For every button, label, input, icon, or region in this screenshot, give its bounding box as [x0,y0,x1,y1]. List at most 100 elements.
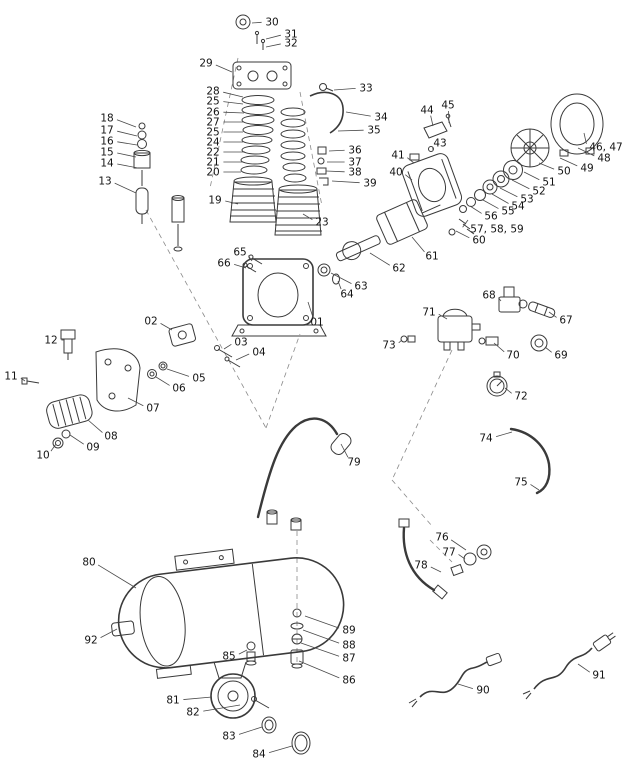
fan-icon [510,128,550,168]
part-label-10: 10 [36,450,49,462]
leader-line [251,21,262,24]
check-valve-parts [290,608,304,669]
leader-line [559,157,578,167]
leader-line [497,297,502,302]
leader-line [407,157,415,164]
part-label-83: 83 [222,731,235,743]
part-label-53: 53 [520,194,533,206]
breather-tube [171,195,185,252]
part-label-86: 86 [342,675,356,687]
leader-line [548,311,557,318]
leader-line [511,179,530,190]
leader-line [265,34,281,40]
small-fittings [316,146,329,186]
leader-line [405,174,413,181]
leader-line [337,129,364,132]
part-label-16: 16 [100,136,114,148]
leader-line [183,696,213,700]
part-label-85: 85 [222,651,235,663]
leader-line [523,171,540,181]
part-label-76: 76 [435,532,449,544]
head-cap [235,14,266,50]
leader-line [333,87,356,91]
mount-plate [95,348,141,412]
part-label-17: 17 [100,125,113,137]
leader-line [340,443,349,458]
part-label-12: 12 [44,335,57,347]
part-label-32: 32 [284,38,297,50]
motor-terminal [409,153,420,161]
power-cord-left [408,652,502,708]
leader-line [345,111,371,117]
leader-line [504,387,512,394]
leader-line [155,376,170,386]
check-valve-fitting [528,301,556,318]
leader-line [331,180,360,184]
part-labels: 3031322933343528252627252422212019233637… [4,17,622,761]
part-label-55: 55 [501,206,514,218]
part-label-82: 82 [186,707,199,719]
power-cord-right [522,632,616,700]
part-label-90: 90 [476,685,489,697]
part-label-91: 91 [592,670,605,682]
leader-line [223,101,244,105]
leader-line [234,263,247,269]
part-label-09: 09 [86,442,99,454]
leader-line [469,205,482,214]
part-label-62: 62 [392,263,405,275]
part-label-68: 68 [482,290,495,302]
leader-line [496,431,513,438]
part-label-14: 14 [100,158,114,170]
part-label-07: 07 [146,403,159,415]
part-label-41: 41 [391,150,404,162]
leader-line [238,726,263,735]
part-label-72: 72 [514,391,527,403]
leader-line [97,564,137,589]
leader-line [127,397,144,407]
muffler-washers [52,429,71,449]
leader-line [328,149,345,152]
part-label-21: 21 [206,157,219,169]
axle-bolt [251,696,270,709]
part-label-22: 22 [206,147,219,159]
part-label-79: 79 [347,457,360,469]
part-label-18: 18 [100,113,113,125]
leader-line [499,187,518,198]
part-label-01: 01 [310,317,323,329]
part-label-02: 02 [144,316,157,328]
part-label-23: 23 [315,217,328,229]
part-label-74: 74 [479,433,493,445]
leader-line [117,130,138,137]
part-label-49: 49 [580,163,593,175]
part-label-27: 27 [206,117,219,129]
leader-line [538,162,555,170]
cylinder-right [274,184,322,236]
drain-valve [245,641,257,666]
part-label-52: 52 [532,186,545,198]
leader-line [493,342,505,353]
part-label-39: 39 [363,178,376,190]
motor-end-cover [550,93,604,157]
leader-line [430,115,434,127]
tank-foot [111,620,135,637]
leader-line [398,339,403,344]
part-label-63: 63 [354,281,367,293]
wheel [210,673,256,719]
leader-lines [20,21,595,753]
cylinder-left [229,176,277,223]
part-label-60: 60 [472,235,485,247]
part-label-30: 30 [265,17,278,29]
leader-line [330,272,352,284]
leader-line [268,745,293,753]
part-label-35: 35 [367,125,380,137]
part-label-70: 70 [506,350,519,362]
regulator-valve [498,286,528,313]
leader-line [238,649,248,655]
crankcase-bolts [242,254,263,273]
handle-tube [256,417,352,519]
part-label-71: 71 [422,307,435,319]
outlet-hose-assembly [398,518,492,600]
tank-ports [266,509,302,531]
leader-line [482,199,499,209]
